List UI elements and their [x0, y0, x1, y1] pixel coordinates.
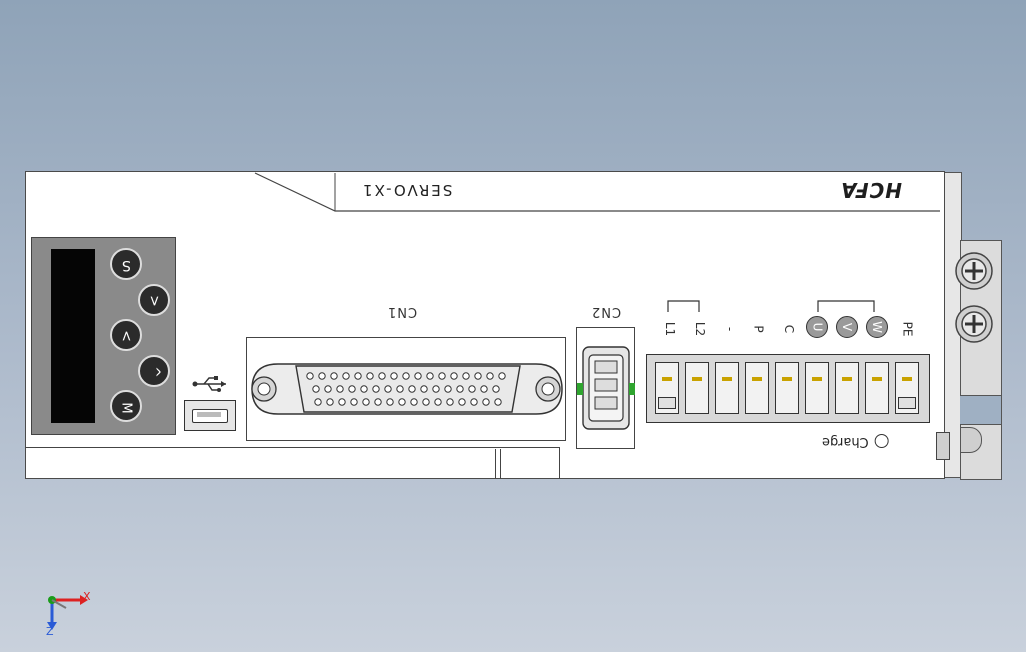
terminal-slot-w[interactable]: [865, 362, 889, 414]
terminal-label-v: V: [836, 316, 858, 338]
terminal-label-minus: -: [723, 326, 737, 332]
terminal-label-l1: L1: [662, 321, 677, 337]
axis-x-label: X: [83, 590, 91, 603]
charge-label: Charge: [822, 434, 869, 449]
terminal-slot-minus[interactable]: [715, 362, 739, 414]
uvw-bracket: [817, 300, 875, 312]
charge-indicator: Charge: [822, 433, 918, 451]
terminal-slot-c[interactable]: [775, 362, 799, 414]
terminal-label-w: W: [866, 316, 888, 338]
terminal-slot-pe[interactable]: [895, 362, 919, 414]
key-left-button[interactable]: <: [110, 319, 142, 351]
terminal-label-pe: PE: [899, 321, 914, 337]
bracket-slot: [960, 395, 1002, 425]
ground-screw-bottom-icon: [955, 305, 993, 343]
cn2-connector-icon[interactable]: [577, 345, 635, 431]
cn1-connector-icon[interactable]: [248, 358, 566, 420]
l1-l2-bracket: [667, 300, 700, 312]
terminal-slot-p[interactable]: [745, 362, 769, 414]
bracket-slot-lower: [960, 427, 982, 453]
ground-screw-top-icon: [955, 252, 993, 290]
key-right-button[interactable]: >: [138, 284, 170, 316]
led-display: [51, 249, 95, 423]
axis-z-label: Z: [46, 625, 54, 638]
terminal-label-l2: L2: [692, 321, 707, 337]
model-label: SERVO-X1: [361, 181, 453, 199]
charge-led-icon: [874, 434, 889, 449]
terminal-label-c: C: [781, 324, 796, 334]
terminal-slot-v[interactable]: [835, 362, 859, 414]
bottom-ledge: [25, 447, 560, 479]
terminal-slot-u[interactable]: [805, 362, 829, 414]
terminal-label-u: U: [806, 316, 828, 338]
bottom-ledge-divider: [495, 449, 501, 479]
right-edge-latch: [936, 432, 950, 460]
usb-port[interactable]: [184, 400, 236, 431]
key-mode-button[interactable]: M: [110, 390, 142, 422]
coordinate-axis-icon: [47, 595, 88, 630]
terminal-slot-l2[interactable]: [685, 362, 709, 414]
terminal-label-p: P: [752, 325, 766, 333]
terminal-slot-l1[interactable]: [655, 362, 679, 414]
usb-icon: [192, 376, 226, 392]
key-up-button[interactable]: ^: [138, 355, 170, 387]
cn2-label: CN2: [590, 304, 622, 319]
top-bevel: [254, 172, 940, 212]
key-s-button[interactable]: S: [110, 248, 142, 280]
cn1-label: CN1: [386, 304, 418, 319]
brand-logo: HCFA: [840, 178, 902, 202]
